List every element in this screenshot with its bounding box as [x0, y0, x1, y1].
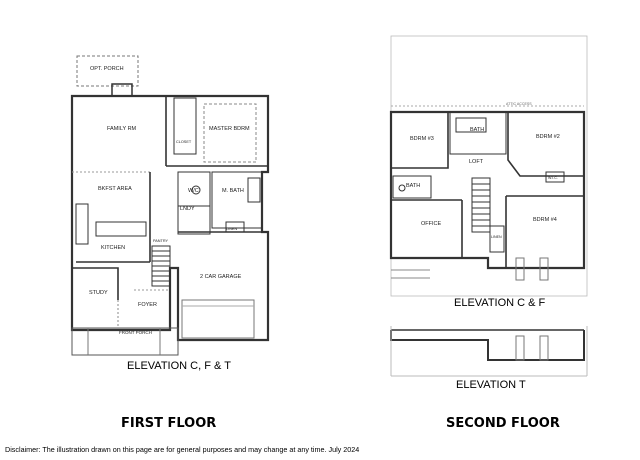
room-label-bdrm2: BDRM #2 [536, 134, 560, 140]
room-label-front-porch: FRONT PORCH [119, 330, 152, 335]
room-label-wic-upper: W.I.C. [548, 176, 558, 180]
room-label-bdrm3: BDRM #3 [410, 136, 434, 142]
room-label-bath-lower: BATH [406, 183, 420, 189]
first-floor-heading: FIRST FLOOR [121, 416, 216, 431]
master-tray-ceiling [203, 103, 257, 163]
room-label-opt-porch: OPT. PORCH [90, 66, 124, 72]
room-label-linen-upper: LINEN [491, 235, 502, 239]
first-floor-plan [70, 55, 270, 356]
room-label-linen: LINEN [226, 227, 237, 231]
master-wic [173, 97, 197, 155]
opt-porch-outline [76, 55, 139, 87]
room-label-study: STUDY [89, 290, 108, 296]
room-label-office: OFFICE [421, 221, 441, 227]
room-label-wic: W/C [188, 188, 199, 194]
attic-access-note: ATTIC ACCESS [506, 102, 532, 106]
second-floor-stairs [471, 177, 491, 233]
second-floor-exterior-walls [389, 110, 586, 270]
disclaimer-text: Disclaimer: The illustration drawn on th… [5, 445, 360, 454]
elevation-t-label: ELEVATION T [456, 379, 526, 391]
front-porch-outline [71, 327, 179, 356]
room-label-family-rm: FAMILY RM [107, 126, 137, 132]
kitchen-island [95, 221, 147, 237]
elevation-t-partial-plan [390, 326, 588, 377]
garage-door [181, 299, 255, 339]
first-floor-exterior-walls [70, 94, 270, 342]
room-label-bdrm4: BDRM #4 [533, 217, 557, 223]
room-label-foyer: FOYER [138, 302, 157, 308]
room-label-bkfast-area: BKFST AREA [98, 186, 132, 192]
room-label-laundry: LNDY [180, 206, 195, 212]
first-floor-stairs [151, 245, 171, 287]
room-label-master-bdrm: MASTER BDRM [209, 126, 250, 132]
room-label-bath-upper: BATH [470, 127, 484, 133]
room-label-m-bath: M. BATH [222, 188, 244, 194]
room-label-loft: LOFT [469, 159, 484, 165]
elevation-cf-label: ELEVATION C & F [454, 297, 546, 309]
room-label-pantry: PANTRY [153, 239, 169, 243]
second-floor-heading: SECOND FLOOR [446, 416, 560, 431]
second-floor-plan [389, 35, 588, 297]
room-label-closet: CLOSET [176, 140, 192, 144]
room-label-garage: 2 CAR GARAGE [200, 274, 242, 280]
kitchen-counter [75, 203, 89, 245]
room-label-kitchen: KITCHEN [101, 245, 125, 251]
first-floor-elevation-label: ELEVATION C, F & T [127, 360, 231, 372]
